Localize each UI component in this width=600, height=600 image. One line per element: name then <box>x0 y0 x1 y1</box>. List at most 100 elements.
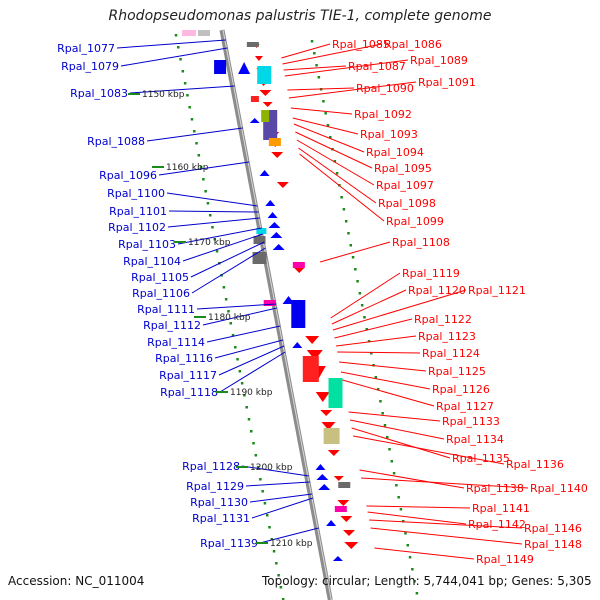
reverse-gene[interactable] <box>272 244 285 250</box>
reverse-gene[interactable] <box>292 342 303 348</box>
reverse-gene-cyan[interactable] <box>256 228 267 234</box>
forward-gene[interactable] <box>344 542 359 549</box>
forward-gene-label[interactable]: Rpal_1125 <box>428 365 486 378</box>
forward-gene-label[interactable]: Rpal_1146 <box>524 522 582 535</box>
forward-gene-cyan[interactable] <box>257 66 272 84</box>
reverse-gene-label[interactable]: Rpal_1106 <box>132 287 190 300</box>
forward-gene[interactable] <box>271 152 284 158</box>
forward-gene-label[interactable]: Rpal_1108 <box>392 236 450 249</box>
reverse-gene-label[interactable]: Rpal_1104 <box>123 255 181 268</box>
forward-gene-label[interactable]: Rpal_1119 <box>402 267 460 280</box>
reverse-gene-label[interactable]: Rpal_1102 <box>108 221 166 234</box>
reverse-gene-label[interactable]: Rpal_1105 <box>131 271 189 284</box>
forward-gene-label[interactable]: Rpal_1124 <box>422 347 480 360</box>
reverse-gene-large[interactable] <box>214 60 227 74</box>
forward-gene-label[interactable]: Rpal_1086 <box>384 38 442 51</box>
forward-gene[interactable] <box>294 268 305 273</box>
forward-gene-label[interactable]: Rpal_1127 <box>436 400 494 413</box>
forward-gene[interactable] <box>305 336 320 344</box>
forward-gene-label[interactable]: Rpal_1097 <box>376 179 434 192</box>
forward-gene[interactable] <box>262 102 273 107</box>
forward-gene-label[interactable]: Rpal_1138 <box>466 482 524 495</box>
reverse-gene-grey[interactable] <box>252 252 267 264</box>
reverse-gene-label[interactable]: Rpal_1077 <box>57 42 115 55</box>
forward-gene-label[interactable]: Rpal_1122 <box>414 313 472 326</box>
reverse-gene[interactable] <box>316 474 329 480</box>
forward-gene[interactable] <box>340 516 353 522</box>
forward-gene-magenta[interactable] <box>334 506 347 512</box>
reverse-gene[interactable] <box>259 170 270 176</box>
reverse-gene-label[interactable]: Rpal_1130 <box>190 496 248 509</box>
reverse-gene[interactable] <box>267 212 278 218</box>
forward-gene-label[interactable]: Rpal_1120 <box>408 284 466 297</box>
reverse-gene-grey[interactable] <box>253 236 266 244</box>
reverse-gene-label[interactable]: Rpal_1139 <box>200 537 258 550</box>
reverse-gene-label[interactable]: Rpal_1116 <box>155 352 213 365</box>
forward-gene[interactable] <box>333 476 344 481</box>
forward-gene[interactable] <box>343 530 355 536</box>
reverse-gene-label[interactable]: Rpal_1111 <box>137 303 195 316</box>
reverse-gene-silver[interactable] <box>198 30 210 36</box>
forward-gene[interactable] <box>320 410 333 416</box>
forward-gene-olive[interactable] <box>261 110 270 122</box>
forward-gene-orange[interactable] <box>268 138 281 146</box>
reverse-gene-label[interactable]: Rpal_1079 <box>61 60 119 73</box>
reverse-gene-magenta[interactable] <box>263 300 276 306</box>
forward-gene-grey[interactable] <box>338 482 351 488</box>
forward-gene-label[interactable]: Rpal_1092 <box>354 108 412 121</box>
reverse-gene-label[interactable]: Rpal_1088 <box>87 135 145 148</box>
forward-gene-large[interactable] <box>302 356 319 382</box>
reverse-gene-label[interactable]: Rpal_1128 <box>182 460 240 473</box>
forward-gene-label[interactable]: Rpal_1141 <box>472 502 530 515</box>
forward-gene[interactable] <box>254 56 263 61</box>
forward-gene-teal[interactable] <box>328 378 343 408</box>
reverse-gene-label[interactable]: Rpal_1083 <box>70 87 128 100</box>
forward-gene-label[interactable]: Rpal_1135 <box>452 452 510 465</box>
forward-gene[interactable] <box>337 500 350 506</box>
reverse-gene-label[interactable]: Rpal_1114 <box>147 336 205 349</box>
forward-gene-label[interactable]: Rpal_1095 <box>374 162 432 175</box>
reverse-gene[interactable] <box>326 520 337 526</box>
forward-gene-label[interactable]: Rpal_1140 <box>530 482 588 495</box>
forward-gene-label[interactable]: Rpal_1142 <box>468 518 526 531</box>
forward-gene-label[interactable]: Rpal_1089 <box>410 54 468 67</box>
forward-gene[interactable] <box>276 182 289 188</box>
forward-gene-label[interactable]: Rpal_1087 <box>348 60 406 73</box>
reverse-gene-large[interactable] <box>291 300 306 328</box>
reverse-gene[interactable] <box>315 464 326 470</box>
reverse-gene-label[interactable]: Rpal_1118 <box>160 386 218 399</box>
reverse-gene-label[interactable]: Rpal_1129 <box>186 480 244 493</box>
forward-gene[interactable] <box>327 450 340 456</box>
forward-gene-label[interactable]: Rpal_1085 <box>332 38 390 51</box>
forward-gene-label[interactable]: Rpal_1149 <box>476 553 534 566</box>
reverse-gene[interactable] <box>268 222 281 228</box>
forward-gene-label[interactable]: Rpal_1090 <box>356 82 414 95</box>
forward-gene[interactable] <box>321 422 336 430</box>
reverse-gene[interactable] <box>332 556 343 561</box>
forward-gene-label[interactable]: Rpal_1134 <box>446 433 504 446</box>
reverse-gene[interactable] <box>318 484 331 490</box>
forward-gene-label[interactable]: Rpal_1093 <box>360 128 418 141</box>
forward-gene-grey[interactable] <box>246 42 259 47</box>
forward-gene-label[interactable]: Rpal_1094 <box>366 146 424 159</box>
reverse-gene-pink[interactable] <box>182 30 196 36</box>
reverse-gene[interactable] <box>270 232 283 238</box>
forward-gene-label[interactable]: Rpal_1098 <box>378 197 436 210</box>
reverse-gene-label[interactable]: Rpal_1096 <box>99 169 157 182</box>
reverse-gene[interactable] <box>249 118 260 123</box>
forward-gene-label[interactable]: Rpal_1148 <box>524 538 582 551</box>
reverse-gene-label[interactable]: Rpal_1101 <box>109 205 167 218</box>
forward-gene[interactable] <box>306 350 323 360</box>
forward-gene-tan[interactable] <box>323 428 340 444</box>
forward-gene[interactable] <box>315 392 330 402</box>
forward-gene-magenta[interactable] <box>292 262 305 268</box>
forward-gene-label[interactable]: Rpal_1133 <box>442 415 500 428</box>
forward-gene-label[interactable]: Rpal_1091 <box>418 76 476 89</box>
reverse-gene-label[interactable]: Rpal_1100 <box>107 187 165 200</box>
reverse-gene-label[interactable]: Rpal_1103 <box>118 238 176 251</box>
reverse-gene[interactable] <box>265 200 276 206</box>
forward-gene[interactable] <box>259 90 272 96</box>
forward-gene-label[interactable]: Rpal_1099 <box>386 215 444 228</box>
forward-gene-label[interactable]: Rpal_1126 <box>432 383 490 396</box>
forward-gene-small[interactable] <box>250 96 259 102</box>
